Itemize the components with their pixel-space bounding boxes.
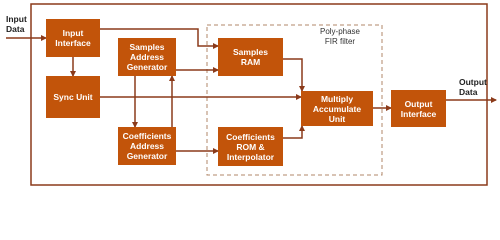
input-to-samples-ram-arrow: [99, 28, 219, 49]
coefficients-rom-interpolator-block: Coefficients ROM & Interpolator: [218, 127, 283, 166]
output-interface-block: Output Interface: [391, 90, 446, 127]
samples-ram-block: Samples RAM: [218, 38, 283, 76]
ram-to-mac-arrow: [283, 58, 305, 92]
samples-address-generator-block: Samples Address Generator: [118, 38, 176, 76]
outer-frame: [30, 3, 488, 186]
input-data-label: Input Data: [6, 14, 27, 34]
fir-filter-label: Poly-phase FIR filter: [319, 27, 361, 46]
diagram-canvas: [6, 3, 497, 186]
coefficients-address-generator-block: Coefficients Address Generator: [118, 127, 176, 165]
multiply-accumulate-unit-block: Multiply Accumulate Unit: [301, 91, 373, 126]
input-interface-block: Input Interface: [46, 19, 100, 57]
output-data-label: Output Data: [459, 77, 487, 97]
rom-to-mac-arrow: [283, 125, 305, 139]
fir-filter-boundary: [206, 24, 383, 176]
sync-unit-block: Sync Unit: [46, 76, 100, 118]
